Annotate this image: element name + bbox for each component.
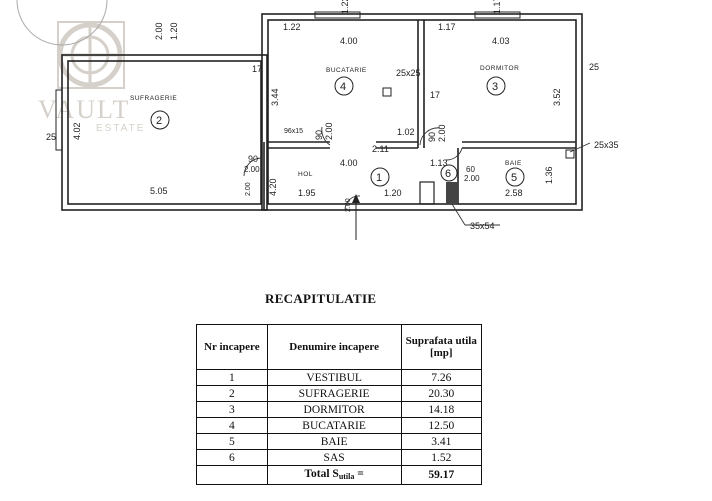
room-label-sufragerie: SUFRAGERIE [130,95,177,102]
doors [243,126,463,211]
total-label-text: Total S [304,467,339,480]
recap-table: Nr incapere Denumire incapere Suprafata … [196,324,483,485]
row-area: 7.26 [400,369,483,386]
room-label-dormitor: DORMITOR [480,65,519,72]
svg-text:17: 17 [252,64,262,74]
total-row: Total Sutila = 59.17 [196,465,483,485]
svg-text:1.20: 1.20 [169,22,179,40]
svg-text:4.03: 4.03 [492,36,510,46]
svg-text:1.17: 1.17 [438,22,456,32]
total-label: Total Sutila = [266,465,402,485]
floor-plan: VAULT ESTATE [16,0,619,240]
svg-text:2.00: 2.00 [345,198,352,212]
svg-text:25x35: 25x35 [594,140,619,150]
room-markers: 2 SUFRAGERIE 4 BUCATARIE 3 DORMITOR 1 HO… [130,65,525,187]
row-nr: 5 [196,433,268,450]
svg-text:2.00: 2.00 [245,182,252,196]
room-number-4: 4 [340,81,346,93]
svg-text:90: 90 [314,130,324,140]
svg-text:1.17: 1.17 [492,0,502,14]
row-nr: 2 [196,385,268,402]
total-eq: = [357,467,364,480]
row-name: BUCATARIE [266,417,402,434]
table-row: 5 BAIE 3.41 [196,433,483,450]
svg-text:60: 60 [466,165,475,174]
table-header-row: Nr incapere Denumire incapere Suprafata … [196,324,483,370]
svg-text:25: 25 [46,132,56,142]
table-row: 2 SUFRAGERIE 20.30 [196,385,483,402]
walls [55,11,583,211]
table-row: 1 VESTIBUL 7.26 [196,369,483,386]
svg-text:2.58: 2.58 [505,188,523,198]
room-number-3: 3 [492,81,498,93]
room-number-6: 6 [445,168,451,180]
entrance-arrow-icon [352,194,360,240]
header-nr: Nr incapere [196,324,268,370]
room-label-baie: BAIE [505,160,522,167]
total-empty [196,465,268,485]
svg-text:1.22: 1.22 [283,22,301,32]
svg-text:4.00: 4.00 [340,36,358,46]
svg-text:1.22: 1.22 [340,0,350,14]
row-area: 20.30 [400,385,483,402]
row-area: 1.52 [400,449,483,466]
svg-text:4.20: 4.20 [268,178,278,196]
row-area: 12.50 [400,417,483,434]
total-label-sub: utila [338,471,355,481]
vent-label: 25x25 [396,68,421,78]
svg-text:2.00: 2.00 [244,165,260,174]
svg-text:35x54: 35x54 [470,221,495,231]
svg-text:2.00: 2.00 [154,22,164,40]
svg-text:90: 90 [427,132,437,142]
svg-text:2.11: 2.11 [372,144,389,154]
total-value: 59.17 [400,465,483,485]
room-label-hol: HOL [298,171,313,178]
svg-text:17: 17 [430,90,440,100]
svg-text:2.00: 2.00 [324,122,334,140]
svg-text:1.20: 1.20 [384,188,402,198]
svg-text:4.00: 4.00 [340,158,358,168]
row-name: BAIE [266,433,402,450]
row-name: DORMITOR [266,401,402,418]
table-row: 3 DORMITOR 14.18 [196,401,483,418]
svg-text:1.13: 1.13 [430,158,448,168]
row-nr: 6 [196,449,268,466]
recap-title: RECAPITULATIE [265,291,377,306]
svg-text:3.44: 3.44 [270,88,280,106]
room-number-5: 5 [511,172,517,184]
row-nr: 1 [196,369,268,386]
row-area: 3.41 [400,433,483,450]
svg-text:1.36: 1.36 [544,166,554,184]
watermark-sub: ESTATE [96,123,145,134]
row-area: 14.18 [400,401,483,418]
room-number-1: 1 [376,172,382,184]
header-denumire: Denumire incapere [266,324,402,370]
svg-text:5.05: 5.05 [150,186,168,196]
svg-text:96x15: 96x15 [284,128,303,135]
svg-text:25: 25 [589,62,599,72]
room-number-2: 2 [156,115,162,127]
watermark-brand: VAULT [38,95,130,124]
table-row: 6 SAS 1.52 [196,449,483,466]
table-row: 4 BUCATARIE 12.50 [196,417,483,434]
header-suprafata: Suprafata utila [mp] [400,324,483,370]
row-name: SUFRAGERIE [266,385,402,402]
watermark-logo: VAULT ESTATE [38,21,145,134]
svg-text:4.02: 4.02 [72,122,82,140]
svg-text:2.00: 2.00 [464,174,480,183]
svg-text:2.00: 2.00 [437,124,447,142]
row-name: VESTIBUL [266,369,402,386]
dimension-labels: 2.00 1.20 1.22 1.22 1.17 1.17 4.00 4.03 … [46,0,619,231]
row-nr: 4 [196,417,268,434]
svg-text:3.52: 3.52 [552,88,562,106]
svg-text:1.02: 1.02 [397,127,415,137]
row-nr: 3 [196,401,268,418]
row-name: SAS [266,449,402,466]
svg-text:1.95: 1.95 [298,188,316,198]
svg-text:90: 90 [248,154,258,164]
room-label-bucatarie: BUCATARIE [326,67,367,74]
